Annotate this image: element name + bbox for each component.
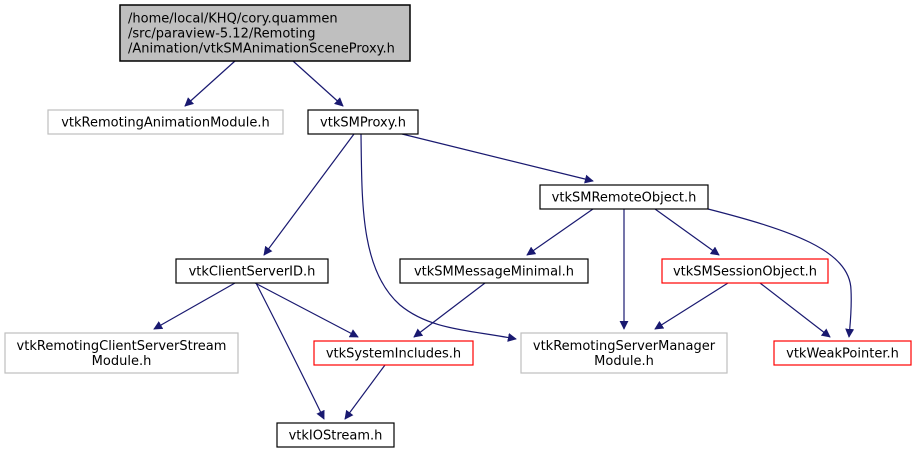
node-label: vtkSMSessionObject.h bbox=[673, 265, 817, 280]
edge-sysinc-to-iostream bbox=[344, 364, 386, 420]
node-remote[interactable]: vtkSMRemoteObject.h bbox=[539, 184, 709, 210]
edge-remote-to-session bbox=[654, 208, 720, 256]
edge-csid-to-csstream bbox=[153, 282, 236, 330]
edge-root-to-proxy bbox=[292, 60, 344, 107]
node-label: vtkSMProxy.h bbox=[320, 116, 406, 131]
node-session[interactable]: vtkSMSessionObject.h bbox=[661, 258, 829, 284]
node-box bbox=[399, 258, 589, 284]
edge-session-to-weak bbox=[759, 282, 831, 338]
node-label: vtkRemotingAnimationModule.h bbox=[61, 116, 270, 131]
node-label: vtkSMMessageMinimal.h bbox=[414, 265, 574, 280]
node-sysinc[interactable]: vtkSystemIncludes.h bbox=[313, 340, 474, 366]
edge-remote-to-msgmin bbox=[526, 208, 594, 256]
node-label: vtkRemotingClientServerStream bbox=[17, 339, 227, 354]
node-label: Module.h bbox=[92, 354, 152, 369]
edge-proxy-to-srvmgr bbox=[360, 133, 517, 342]
edge-proxy-to-remote bbox=[401, 133, 594, 184]
node-animmod[interactable]: vtkRemotingAnimationModule.h bbox=[47, 109, 284, 135]
node-label: /src/paraview-5.12/Remoting bbox=[128, 27, 315, 42]
edge-session-to-srvmgr bbox=[654, 282, 729, 330]
node-proxy[interactable]: vtkSMProxy.h bbox=[307, 109, 419, 135]
node-label: vtkClientServerID.h bbox=[189, 265, 316, 280]
edge-csid-to-sysinc bbox=[254, 282, 359, 338]
node-label: Module.h bbox=[594, 354, 654, 369]
node-box bbox=[539, 184, 709, 210]
node-box bbox=[773, 340, 912, 366]
node-box bbox=[276, 422, 395, 448]
node-label: vtkSMRemoteObject.h bbox=[552, 191, 697, 206]
node-msgmin[interactable]: vtkSMMessageMinimal.h bbox=[399, 258, 589, 284]
edge-msgmin-to-sysinc bbox=[413, 282, 486, 338]
edge-proxy-to-csid bbox=[263, 133, 355, 256]
node-iostream[interactable]: vtkIOStream.h bbox=[276, 422, 395, 448]
node-box bbox=[307, 109, 419, 135]
node-label: vtkRemotingServerManager bbox=[533, 339, 716, 354]
node-label: /home/local/KHQ/cory.quammen bbox=[128, 12, 338, 27]
node-label: /Animation/vtkSMAnimationSceneProxy.h bbox=[128, 42, 395, 57]
edge-remote-to-weak bbox=[707, 208, 855, 338]
node-box bbox=[520, 332, 728, 374]
node-box bbox=[175, 258, 329, 284]
node-weak[interactable]: vtkWeakPointer.h bbox=[773, 340, 912, 366]
node-box bbox=[661, 258, 829, 284]
node-label: vtkIOStream.h bbox=[289, 429, 383, 444]
node-box bbox=[119, 4, 411, 62]
node-box bbox=[4, 332, 239, 374]
edge-root-to-animmod bbox=[184, 60, 236, 107]
node-csid[interactable]: vtkClientServerID.h bbox=[175, 258, 329, 284]
node-root: /home/local/KHQ/cory.quammen/src/paravie… bbox=[119, 4, 411, 62]
node-box bbox=[47, 109, 284, 135]
edge-csid-to-iostream bbox=[255, 282, 325, 420]
node-box bbox=[313, 340, 474, 366]
node-label: vtkSystemIncludes.h bbox=[326, 347, 461, 362]
node-label: vtkWeakPointer.h bbox=[786, 347, 899, 362]
